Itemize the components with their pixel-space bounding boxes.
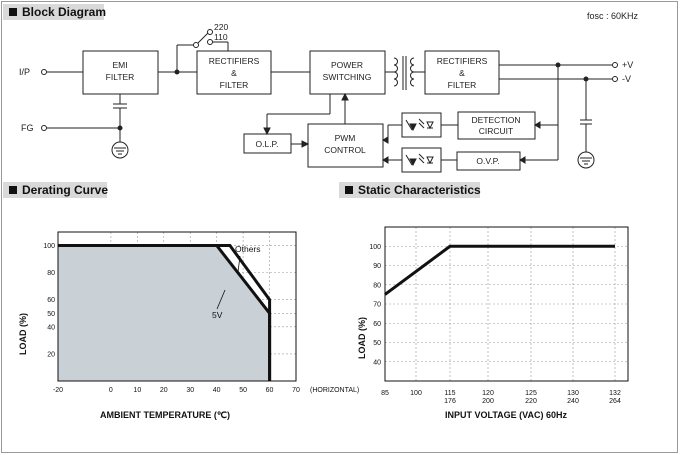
- block-diagram: fosc : 60KHz I/P EMI FILTER FG 220 110: [19, 11, 639, 173]
- ground-icon: [577, 151, 595, 169]
- block-diagram-title: Block Diagram: [22, 5, 107, 19]
- derating-curve-title: Derating Curve: [22, 183, 109, 197]
- emi-filter-label-2: FILTER: [106, 72, 135, 82]
- ground-icon: [111, 141, 129, 159]
- static-characteristics-header: Static Characteristics: [339, 182, 481, 198]
- switch-110-label: 110: [214, 32, 228, 42]
- input-label: I/P: [19, 67, 30, 77]
- fg-terminal-icon: [41, 125, 47, 131]
- switch-220-label: 220: [214, 22, 228, 32]
- fg-label: FG: [21, 123, 34, 133]
- negative-output-label: -V: [622, 74, 631, 84]
- switch-contact-icon: [193, 42, 199, 48]
- bullet-square-icon: [345, 186, 353, 194]
- ovp-block: [456, 151, 521, 171]
- emi-filter-label-1: EMI: [112, 60, 127, 70]
- arrow-icon: [263, 127, 271, 136]
- block-diagram-header: Block Diagram: [3, 4, 107, 20]
- detection-circuit-label-1: DETECTION: [471, 115, 520, 125]
- input-rectifier-label-1: RECTIFIERS: [209, 56, 260, 66]
- input-rectifier-label-3: FILTER: [220, 80, 249, 90]
- arrow-icon: [341, 92, 349, 101]
- derating-curve-header: Derating Curve: [3, 182, 109, 198]
- output-rectifier-label-2: &: [459, 68, 465, 78]
- output-rectifier-label-1: RECTIFIERS: [437, 56, 488, 66]
- arrow-icon: [534, 121, 541, 129]
- bullet-square-icon: [9, 186, 17, 194]
- power-switching-label-1: POWER: [331, 60, 363, 70]
- bullet-square-icon: [9, 8, 17, 16]
- input-terminal-icon: [41, 69, 47, 75]
- positive-output-label: +V: [622, 60, 633, 70]
- detection-circuit-label-2: CIRCUIT: [479, 126, 513, 136]
- output-rectifier-label-3: FILTER: [448, 80, 477, 90]
- static-characteristics-title: Static Characteristics: [358, 183, 481, 197]
- olp-label: O.L.P.: [256, 139, 279, 149]
- pwm-control-label-1: PWM: [335, 133, 356, 143]
- arrow-icon: [382, 136, 389, 144]
- arrow-icon: [382, 156, 389, 164]
- negative-terminal-icon: [612, 76, 618, 82]
- arrow-icon: [519, 156, 526, 164]
- input-rectifier-label-2: &: [231, 68, 237, 78]
- power-switching-label-2: SWITCHING: [323, 72, 372, 82]
- ovp-label: O.V.P.: [476, 156, 499, 166]
- positive-terminal-icon: [612, 62, 618, 68]
- transformer-icon: [393, 56, 415, 90]
- fosc-label: fosc : 60KHz: [587, 11, 639, 21]
- pwm-control-label-2: CONTROL: [324, 145, 366, 155]
- output-rectifier-block: [424, 50, 500, 95]
- selector-switch-icon: [197, 32, 209, 44]
- arrow-icon: [301, 140, 310, 148]
